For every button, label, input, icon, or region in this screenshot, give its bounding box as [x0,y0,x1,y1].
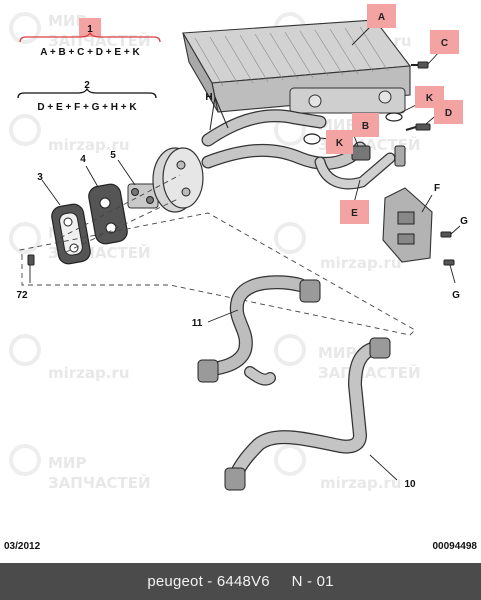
clip-fitting [351,145,406,167]
watermark-text: ЗАПЧАСТЕЙ [48,473,151,492]
callout-b-label: B [362,121,369,132]
label-3: 3 [37,172,43,183]
hose-11 [197,275,321,386]
watermark-text: МИР [318,116,356,134]
callout-k-left-label: K [336,138,344,149]
callout-c: C [430,30,459,54]
bolt-72 [27,254,35,266]
label-f: F [434,183,440,194]
caption-bar: peugeot - 6448V6 N - 01 [0,563,481,600]
watermark-text: ЗАПЧАСТЕЙ [318,363,421,382]
leader-lines [29,21,461,481]
callout-k-right-label: K [426,93,434,104]
o-ring [303,112,403,145]
formula-2-text: D + E + F + G + H + K [37,102,137,113]
formula-1: 1 A + B + C + D + E + K [19,18,161,58]
callout-d-label: D [445,108,452,119]
watermark-text: МИР [48,454,86,472]
pipes-h [201,96,396,190]
label-h: H [205,92,212,103]
label-4: 4 [80,154,86,165]
callout-k-left: K [326,130,353,154]
heater-core [182,19,412,114]
screw-d [405,123,431,131]
label-72: 72 [16,290,28,301]
callout-a-label: A [378,12,385,23]
hose-10 [224,337,391,491]
diagram-date: 03/2012 [4,541,41,552]
callout-a: A [367,4,396,28]
watermark-logo [9,12,306,476]
formula-2-brace [17,87,157,99]
label-g-lower: G [452,290,460,301]
dashed-guide [19,174,416,336]
screw-c [411,61,429,69]
gasket-4 [88,183,128,245]
caption-text: peugeot - 6448V6 N - 01 [147,573,334,590]
label-10: 10 [404,479,416,490]
callout-e: E [340,200,369,224]
label-g-upper: G [460,216,468,227]
formula-1-number: 1 [87,24,93,35]
watermark-text: МИР [318,344,356,362]
watermark-text: mirzap.ru [320,254,402,272]
callout-d: D [434,100,463,124]
diagram-doc-number: 00094498 [433,541,478,552]
formula-2-number: 2 [84,80,90,91]
gasket-3 [51,203,91,265]
label-5: 5 [110,150,116,161]
watermark-text: МИР [48,12,86,30]
formula-2: 2 D + E + F + G + H + K [17,80,157,113]
callout-e-label: E [351,208,358,219]
callout-b: B [352,113,379,137]
watermark-text: mirzap.ru [320,474,402,492]
formula-1-number-highlight [79,18,101,37]
formula-1-brace [19,31,161,43]
watermark-text: mirzap.ru [48,136,130,154]
flange-disc [152,147,204,213]
label-11: 11 [192,318,203,329]
bracket-f [382,187,455,266]
callout-c-label: C [441,38,448,49]
watermark-text: ЗАПЧАСТЕЙ [48,31,151,50]
formula-1-text: A + B + C + D + E + K [40,47,140,58]
watermark-text: mirzap.ru [48,364,130,382]
parts-diagram: МИР ЗАПЧАСТЕЙ mirzap.ru mirzap.ru МИР ЗА… [4,4,478,552]
